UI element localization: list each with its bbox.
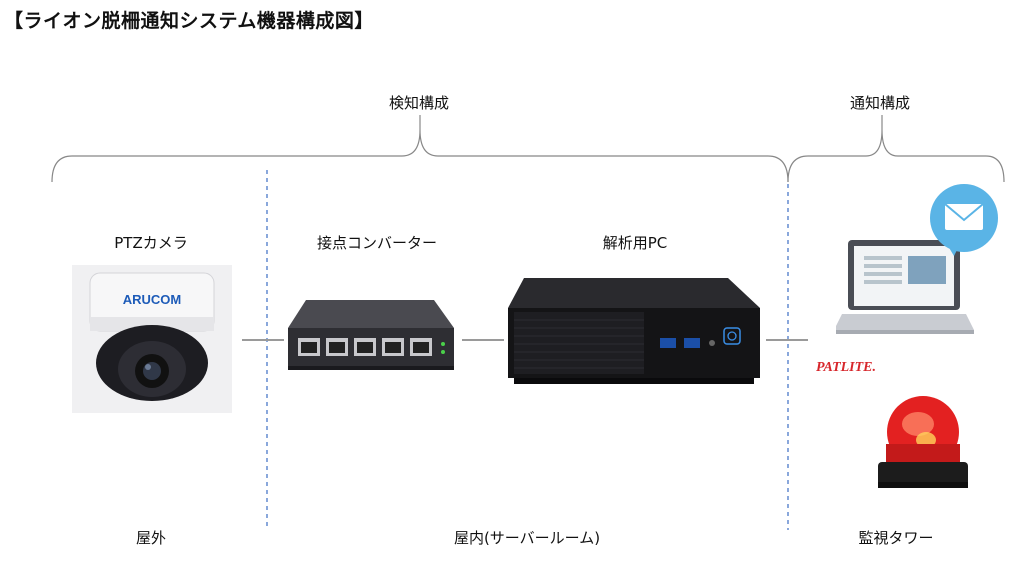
converter-label: 接点コンバーター xyxy=(316,234,438,252)
ptz-camera-image: ARUCOM xyxy=(72,265,232,413)
detection-group-label: 検知構成 xyxy=(388,94,450,112)
camera-label: PTZカメラ xyxy=(114,234,188,252)
camera-brand-text: ARUCOM xyxy=(123,292,182,307)
notification-bracket xyxy=(787,129,1005,183)
contact-converter-image xyxy=(284,290,462,376)
analysis-pc-image xyxy=(504,268,766,392)
signal-tower-light-image xyxy=(868,392,978,498)
patlite-brand-text: PATLITE. xyxy=(816,360,876,375)
diagram-title: 【ライオン脱柵通知システム機器構成図】 xyxy=(4,10,374,32)
detection-bracket xyxy=(51,129,789,183)
pc-label: 解析用PC xyxy=(602,234,668,252)
envelope-icon xyxy=(945,204,983,230)
notification-laptop-image xyxy=(834,182,1020,342)
patlite-logo: PATLITE. xyxy=(814,356,914,378)
zone-outdoor-label: 屋外 xyxy=(135,529,167,547)
zone-indoor-label: 屋内(サーバールーム) xyxy=(453,529,601,547)
notification-group-label: 通知構成 xyxy=(849,94,911,112)
zone-tower-label: 監視タワー xyxy=(858,529,934,547)
